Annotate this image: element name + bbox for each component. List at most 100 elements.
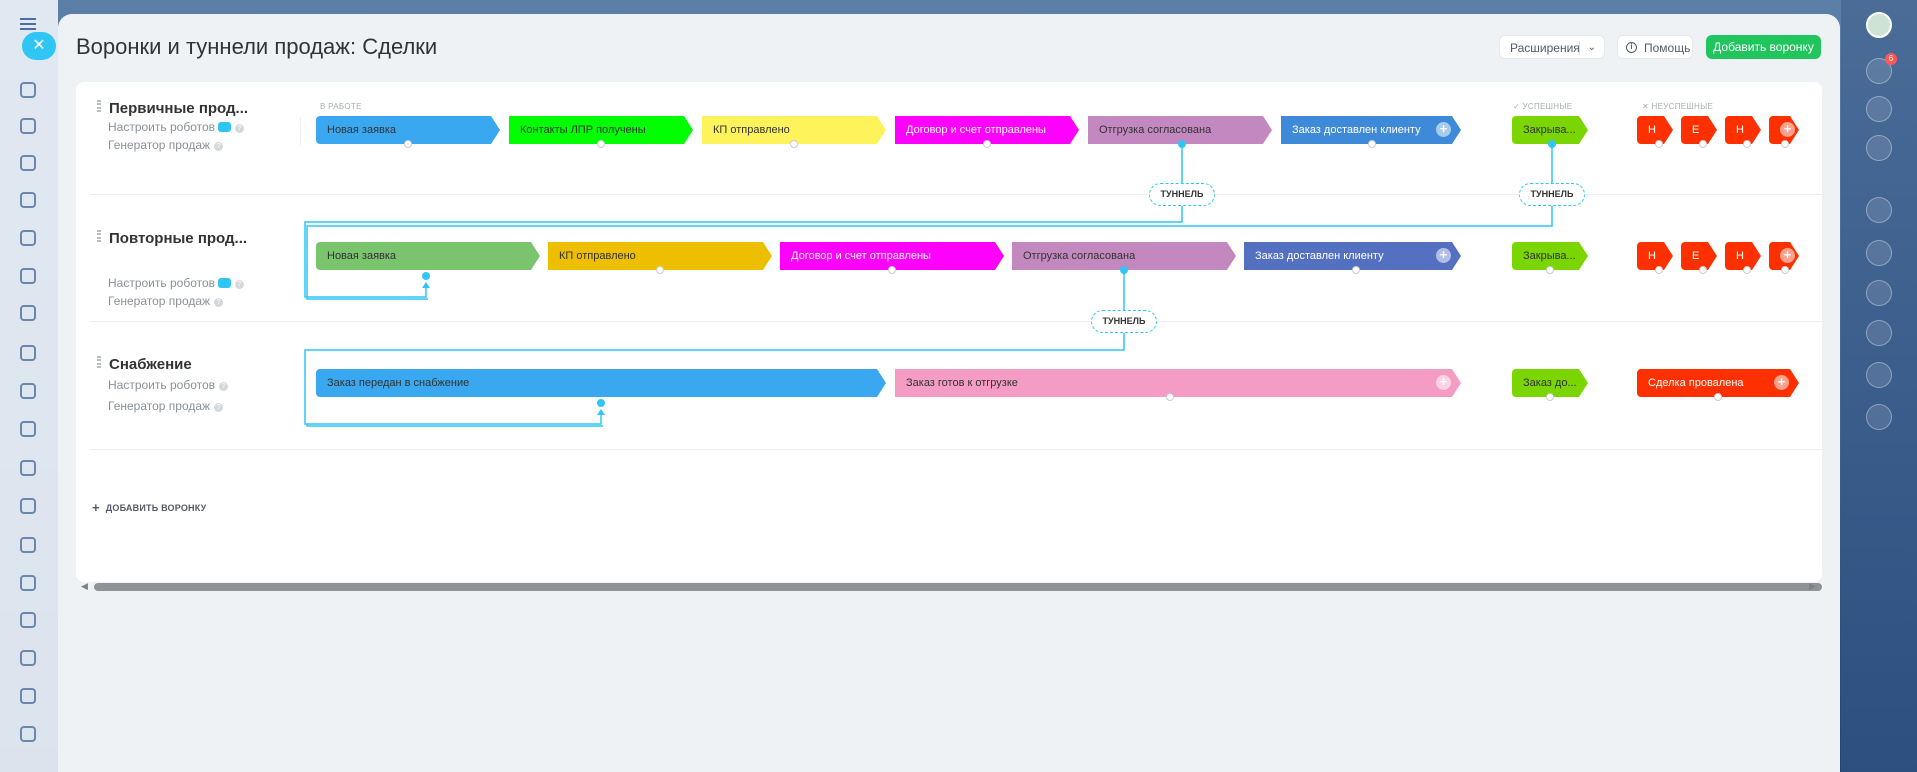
add-stage-icon[interactable]: + <box>1436 248 1451 263</box>
generator-link[interactable]: Генератор продаж? <box>108 294 224 308</box>
stage-connector-dot[interactable] <box>1546 393 1554 401</box>
add-stage-icon[interactable]: + <box>1436 375 1451 390</box>
help-hint-icon[interactable]: ? <box>235 280 245 289</box>
fail-stage[interactable]: Н <box>1637 116 1673 144</box>
success-stage[interactable]: Заказ до... <box>1512 369 1588 397</box>
add-stage-icon[interactable]: + <box>1436 122 1451 137</box>
fail-stage[interactable]: Сделка провалена+ <box>1637 369 1799 397</box>
funnel-name[interactable]: Первичные прод... <box>109 100 249 117</box>
drag-handle-icon[interactable] <box>97 356 101 368</box>
menu-item-icon[interactable] <box>20 688 36 704</box>
funnel-name[interactable]: Повторные прод... <box>109 230 248 247</box>
help-hint-icon[interactable]: ? <box>219 382 229 391</box>
add-stage-icon[interactable]: + <box>1780 122 1795 137</box>
add-funnel-link[interactable]: +ДОБАВИТЬ ВОРОНКУ <box>92 500 206 515</box>
stage-connector-dot[interactable] <box>1368 140 1376 148</box>
bookmark-icon[interactable] <box>1866 404 1892 430</box>
scroll-left-arrow[interactable]: ◀ <box>81 581 88 591</box>
close-slider-button[interactable]: ✕ <box>22 32 56 60</box>
stage-connector-dot[interactable] <box>1743 266 1751 274</box>
chat-avatar-icon[interactable] <box>1866 197 1892 223</box>
generator-link[interactable]: Генератор продаж? <box>108 138 224 152</box>
menu-item-icon[interactable] <box>20 421 36 437</box>
menu-item-icon[interactable] <box>20 305 36 321</box>
menu-item-icon[interactable] <box>20 230 36 246</box>
stage-connector-dot[interactable] <box>1699 266 1707 274</box>
stage[interactable]: Заказ передан в снабжение <box>316 369 886 397</box>
stage-connector-dot[interactable] <box>1743 140 1751 148</box>
success-stage[interactable]: Закрыва... <box>1512 116 1588 144</box>
stage-connector-dot[interactable] <box>1352 266 1360 274</box>
scroll-right-arrow[interactable]: ▶ <box>1809 581 1816 591</box>
help-hint-icon[interactable]: ? <box>235 124 245 133</box>
help-hint-icon[interactable]: ? <box>214 142 224 151</box>
stage[interactable]: Отгрузка согласована <box>1088 116 1272 144</box>
extensions-button[interactable]: Расширения ⌄ <box>1499 35 1605 59</box>
help-hint-icon[interactable]: ? <box>214 298 224 307</box>
robots-link[interactable]: Настроить роботов? <box>108 276 245 290</box>
stage[interactable]: Контакты ЛПР получены <box>509 116 693 144</box>
stage[interactable]: Заказ доставлен клиенту+ <box>1281 116 1461 144</box>
menu-item-icon[interactable] <box>20 268 36 284</box>
funnel-name[interactable]: Снабжение <box>109 356 192 373</box>
drag-handle-icon[interactable] <box>97 230 101 242</box>
stage-connector-dot[interactable] <box>1546 266 1554 274</box>
user-avatar[interactable] <box>1866 12 1892 38</box>
menu-item-icon[interactable] <box>20 345 36 361</box>
stage-connector-dot[interactable] <box>1714 393 1722 401</box>
robots-link[interactable]: Настроить роботов? <box>108 378 229 392</box>
stage-connector-dot[interactable] <box>1655 140 1663 148</box>
chat-avatar-icon[interactable] <box>1866 240 1892 266</box>
fail-stage[interactable]: Н <box>1725 242 1761 270</box>
stage-connector-dot[interactable] <box>983 140 991 148</box>
generator-link[interactable]: Генератор продаж? <box>108 399 224 413</box>
menu-item-icon[interactable] <box>20 155 36 171</box>
drag-handle-icon[interactable] <box>97 100 101 112</box>
help-hint-icon[interactable]: ? <box>214 403 224 412</box>
add-funnel-button[interactable]: Добавить воронку <box>1706 35 1821 59</box>
stage[interactable]: КП отправлено <box>702 116 886 144</box>
robots-link[interactable]: Настроить роботов? <box>108 120 245 134</box>
stage-connector-dot[interactable] <box>1699 140 1707 148</box>
notifications-icon[interactable] <box>1866 53 1897 84</box>
stage[interactable]: Новая заявка <box>316 116 500 144</box>
menu-item-icon[interactable] <box>20 612 36 628</box>
stage-connector-dot[interactable] <box>1655 266 1663 274</box>
menu-item-icon[interactable] <box>20 192 36 208</box>
stage[interactable]: Заказ доставлен клиенту+ <box>1244 242 1461 270</box>
stage-connector-dot[interactable] <box>1781 140 1789 148</box>
stage[interactable]: Договор и счет отправлены <box>895 116 1079 144</box>
menu-item-icon[interactable] <box>20 726 36 742</box>
stage[interactable]: Отгрузка согласована <box>1012 242 1236 270</box>
menu-icon[interactable] <box>20 18 36 20</box>
help-button[interactable]: i Помощь <box>1617 35 1693 59</box>
stage-connector-dot[interactable] <box>1166 393 1174 401</box>
add-stage-icon[interactable]: + <box>1774 375 1789 390</box>
fail-stage[interactable]: Н <box>1725 116 1761 144</box>
tunnel-badge[interactable]: ТУННЕЛЬ <box>1091 310 1157 333</box>
stage-connector-dot[interactable] <box>404 140 412 148</box>
menu-item-icon[interactable] <box>20 460 36 476</box>
menu-item-icon[interactable] <box>20 383 36 399</box>
fail-stage[interactable]: Н <box>1637 242 1673 270</box>
stage-connector-dot[interactable] <box>888 266 896 274</box>
horizontal-scrollbar[interactable] <box>94 583 1822 591</box>
fail-stage[interactable]: Е <box>1681 242 1717 270</box>
search-chat-icon[interactable] <box>1866 135 1892 161</box>
menu-item-icon[interactable] <box>20 82 36 98</box>
menu-item-icon[interactable] <box>20 118 36 134</box>
timeman-icon[interactable] <box>1866 96 1892 122</box>
tunnel-badge[interactable]: ТУННЕЛЬ <box>1519 183 1585 206</box>
menu-item-icon[interactable] <box>20 575 36 591</box>
menu-item-icon[interactable] <box>20 537 36 553</box>
menu-item-icon[interactable] <box>20 650 36 666</box>
stage[interactable]: Новая заявка <box>316 242 540 270</box>
stage-connector-dot[interactable] <box>597 140 605 148</box>
stage-connector-dot[interactable] <box>656 266 664 274</box>
menu-item-icon[interactable] <box>20 498 36 514</box>
chat-avatar-icon[interactable] <box>1866 320 1892 346</box>
tunnel-badge[interactable]: ТУННЕЛЬ <box>1149 183 1215 206</box>
fail-stage[interactable]: Е <box>1681 116 1717 144</box>
stage-connector-dot[interactable] <box>1781 266 1789 274</box>
stage-connector-dot[interactable] <box>790 140 798 148</box>
